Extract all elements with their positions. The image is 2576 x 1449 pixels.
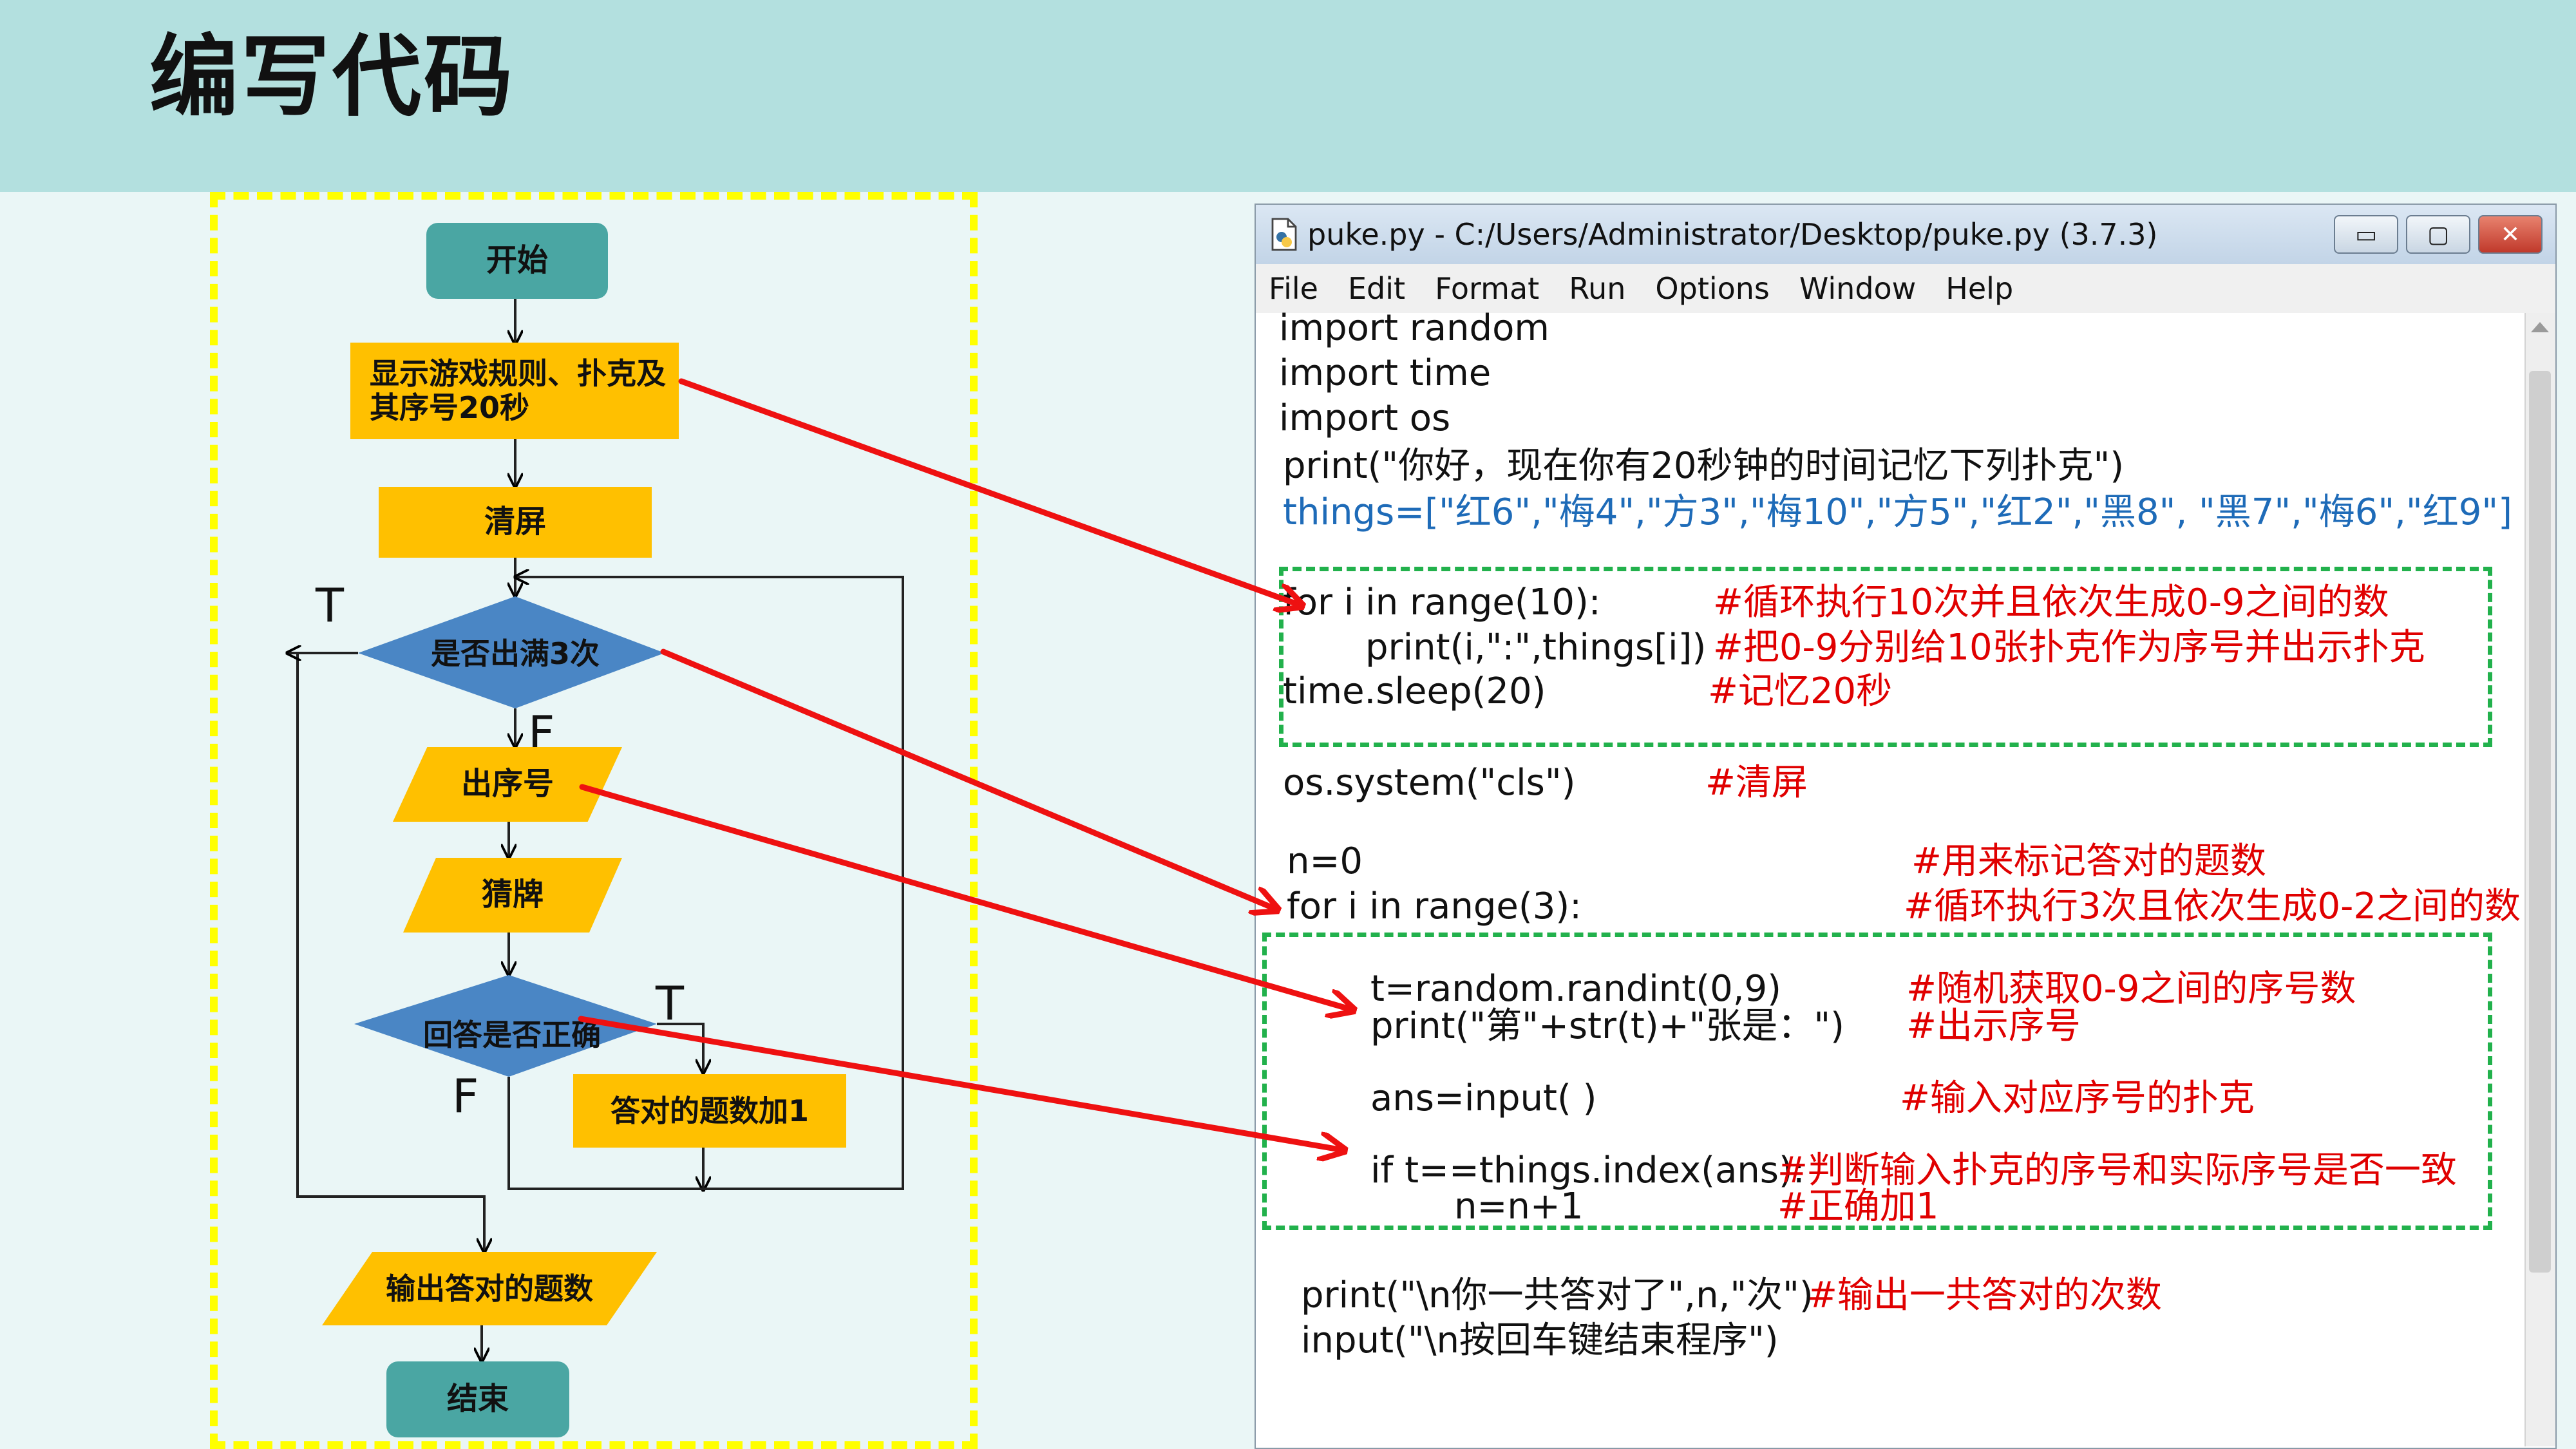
slide-title: 编写代码: [149, 25, 516, 129]
close-button[interactable]: ✕: [2478, 215, 2543, 254]
comment-clear: #清屏: [1705, 762, 1808, 804]
flow-output-count: 输出答对的题数: [322, 1252, 657, 1325]
flow-show-index: 出序号: [393, 747, 622, 822]
label-true-2: T: [656, 976, 684, 1030]
code-n0: n=0: [1287, 840, 1363, 882]
menu-format[interactable]: Format: [1435, 271, 1540, 306]
code-sleep: time.sleep(20): [1283, 670, 1546, 712]
flow-start: 开始: [426, 223, 608, 299]
flow-add-score: 答对的题数加1: [573, 1074, 846, 1148]
arrow-index-to-randint: [579, 784, 1352, 1010]
comment-output-total: #输出一共答对的次数: [1807, 1274, 2162, 1316]
comment-memorize: #记忆20秒: [1708, 670, 1893, 712]
code-print-index: print("第"+str(t)+"张是："): [1370, 1005, 1844, 1047]
code-block-show-cards: [1279, 567, 2492, 747]
code-things-list: things=["红6","梅4","方3","梅10","方5","红2","…: [1283, 491, 2512, 533]
comment-loop10: #循环执行10次并且依次生成0-9之间的数: [1713, 582, 2389, 623]
label-true-1: T: [316, 578, 344, 632]
window-titlebar[interactable]: puke.py - C:/Users/Administrator/Desktop…: [1256, 205, 2555, 264]
comment-loop3: #循环执行3次且依次生成0-2之间的数: [1904, 886, 2521, 927]
flow-decision-full: 是否出满3次: [430, 636, 600, 671]
maximize-button[interactable]: ▢: [2406, 215, 2470, 254]
code-n-inc: n=n+1: [1454, 1186, 1584, 1227]
arrow-decision-to-for3: [660, 649, 1276, 909]
code-block-guess-loop: [1262, 933, 2492, 1230]
comment-compare: #判断输入扑克的序号和实际序号是否一致: [1777, 1150, 2457, 1191]
code-randint: t=random.randint(0,9): [1370, 968, 1782, 1010]
arrow-correct-to-if: [578, 1016, 1343, 1150]
code-print-hello: print("你好，现在你有20秒钟的时间记忆下列扑克"): [1283, 445, 2125, 487]
connector-loop-back: [507, 577, 904, 1190]
scroll-thumb[interactable]: [2529, 371, 2551, 1273]
menu-run[interactable]: Run: [1569, 271, 1626, 306]
code-os-system: os.system("cls"): [1283, 762, 1576, 804]
comment-count-correct: #用来标记答对的题数: [1911, 840, 2266, 882]
code-print-things: print(i,":",things[i]): [1365, 627, 1707, 668]
flow-decision-correct-shape: [354, 975, 657, 1077]
connector-true-add: [657, 1023, 703, 1073]
arrow-rules-to-for10: [678, 378, 1301, 605]
window-title: puke.py - C:/Users/Administrator/Desktop…: [1307, 217, 2158, 252]
idle-editor-window: puke.py - C:/Users/Administrator/Desktop…: [1255, 204, 2557, 1449]
menu-help[interactable]: Help: [1946, 271, 2014, 306]
menu-edit[interactable]: Edit: [1347, 271, 1406, 306]
window-controls: ▭ ▢ ✕: [2326, 215, 2543, 254]
menu-file[interactable]: File: [1269, 271, 1318, 306]
flow-show-rules: 显示游戏规则、扑克及其序号20秒: [350, 343, 679, 439]
comment-assign-index: #把0-9分别给10张扑克作为序号并出示扑克: [1713, 627, 2425, 668]
code-for-range10: for i in range(10):: [1283, 582, 1601, 623]
slide-header: 编写代码: [0, 0, 2576, 192]
scroll-up-arrow-icon[interactable]: [2531, 322, 2549, 332]
menu-bar: File Edit Format Run Options Window Help: [1256, 264, 2555, 313]
code-if-check: if t==things.index(ans):: [1370, 1150, 1805, 1191]
flow-guess-card: 猜牌: [403, 858, 622, 933]
code-input-end: input("\n按回车键结束程序"): [1301, 1320, 1779, 1361]
code-editor[interactable]: [1256, 313, 2524, 1446]
comment-random-index: #随机获取0-9之间的序号数: [1906, 968, 2356, 1010]
flowchart-frame: [210, 192, 978, 1449]
label-false-2: F: [452, 1069, 479, 1123]
comment-correct-plus: #正确加1: [1777, 1186, 1939, 1227]
menu-window[interactable]: Window: [1799, 271, 1917, 306]
code-input-ans: ans=input( ): [1370, 1077, 1597, 1119]
menu-options[interactable]: Options: [1655, 271, 1770, 306]
code-print-total: print("\n你一共答对了",n,"次"): [1301, 1274, 1814, 1316]
minimize-button[interactable]: ▭: [2334, 215, 2398, 254]
python-file-icon: [1271, 218, 1297, 251]
comment-input-card: #输入对应序号的扑克: [1900, 1077, 2255, 1119]
flow-clear-screen: 清屏: [379, 487, 652, 558]
flow-decision-full-shape: [358, 596, 665, 708]
vertical-scrollbar[interactable]: [2524, 313, 2555, 1446]
code-import-os: import os: [1279, 397, 1451, 439]
flow-decision-correct: 回答是否正确: [423, 1017, 601, 1052]
flow-end: 结束: [386, 1361, 569, 1437]
code-for-range3: for i in range(3):: [1287, 886, 1582, 927]
code-import-time: import time: [1279, 352, 1492, 394]
comment-show-index: #出示序号: [1906, 1005, 2081, 1047]
code-import-random: import random: [1279, 307, 1549, 349]
